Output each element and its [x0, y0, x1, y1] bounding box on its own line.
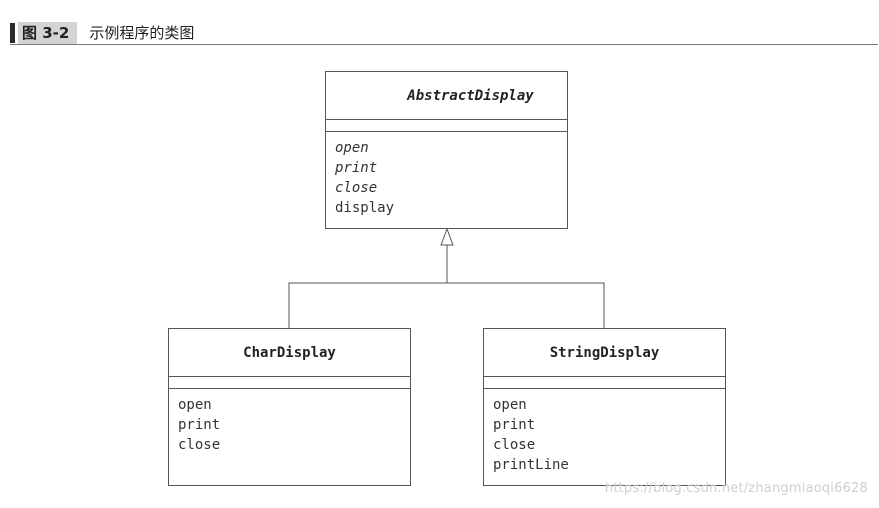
method-close: close — [493, 437, 536, 453]
inheritance-line-chardisplay — [288, 282, 447, 328]
method-close: close — [335, 180, 378, 196]
generalization-arrowhead-icon — [440, 227, 454, 246]
figure-marker-bar — [10, 23, 15, 43]
watermark-text: https://blog.csdn.net/zhangmiaoqi6628 — [604, 481, 868, 496]
method-list: open print close printLine — [484, 389, 725, 475]
method-close: close — [178, 437, 221, 453]
method-open: open — [335, 140, 369, 156]
method-display: display — [335, 200, 395, 216]
method-list: open print close — [169, 389, 410, 455]
method-printline: printLine — [493, 457, 569, 473]
attributes-section — [326, 120, 567, 132]
method-print: print — [335, 160, 378, 176]
attributes-section — [169, 377, 410, 389]
class-abstract-display: AbstractDisplay open print close display — [325, 71, 568, 229]
method-open: open — [493, 397, 527, 413]
method-open: open — [178, 397, 212, 413]
figure-header: 图 3-2 示例程序的类图 — [10, 22, 194, 44]
method-print: print — [493, 417, 536, 433]
class-char-display: CharDisplay open print close — [168, 328, 411, 486]
attributes-section — [484, 377, 725, 389]
class-string-display: StringDisplay open print close printLine — [483, 328, 726, 486]
figure-label: 图 3-2 — [18, 22, 78, 44]
method-list: open print close display — [326, 132, 567, 218]
figure-title: 示例程序的类图 — [89, 24, 195, 42]
figure-header-rule — [10, 44, 878, 45]
class-name-char-display: CharDisplay — [169, 329, 410, 377]
inheritance-line-stringdisplay — [447, 282, 605, 328]
method-print: print — [178, 417, 221, 433]
class-name-string-display: StringDisplay — [484, 329, 725, 377]
class-name-abstract-display: AbstractDisplay — [326, 72, 567, 120]
